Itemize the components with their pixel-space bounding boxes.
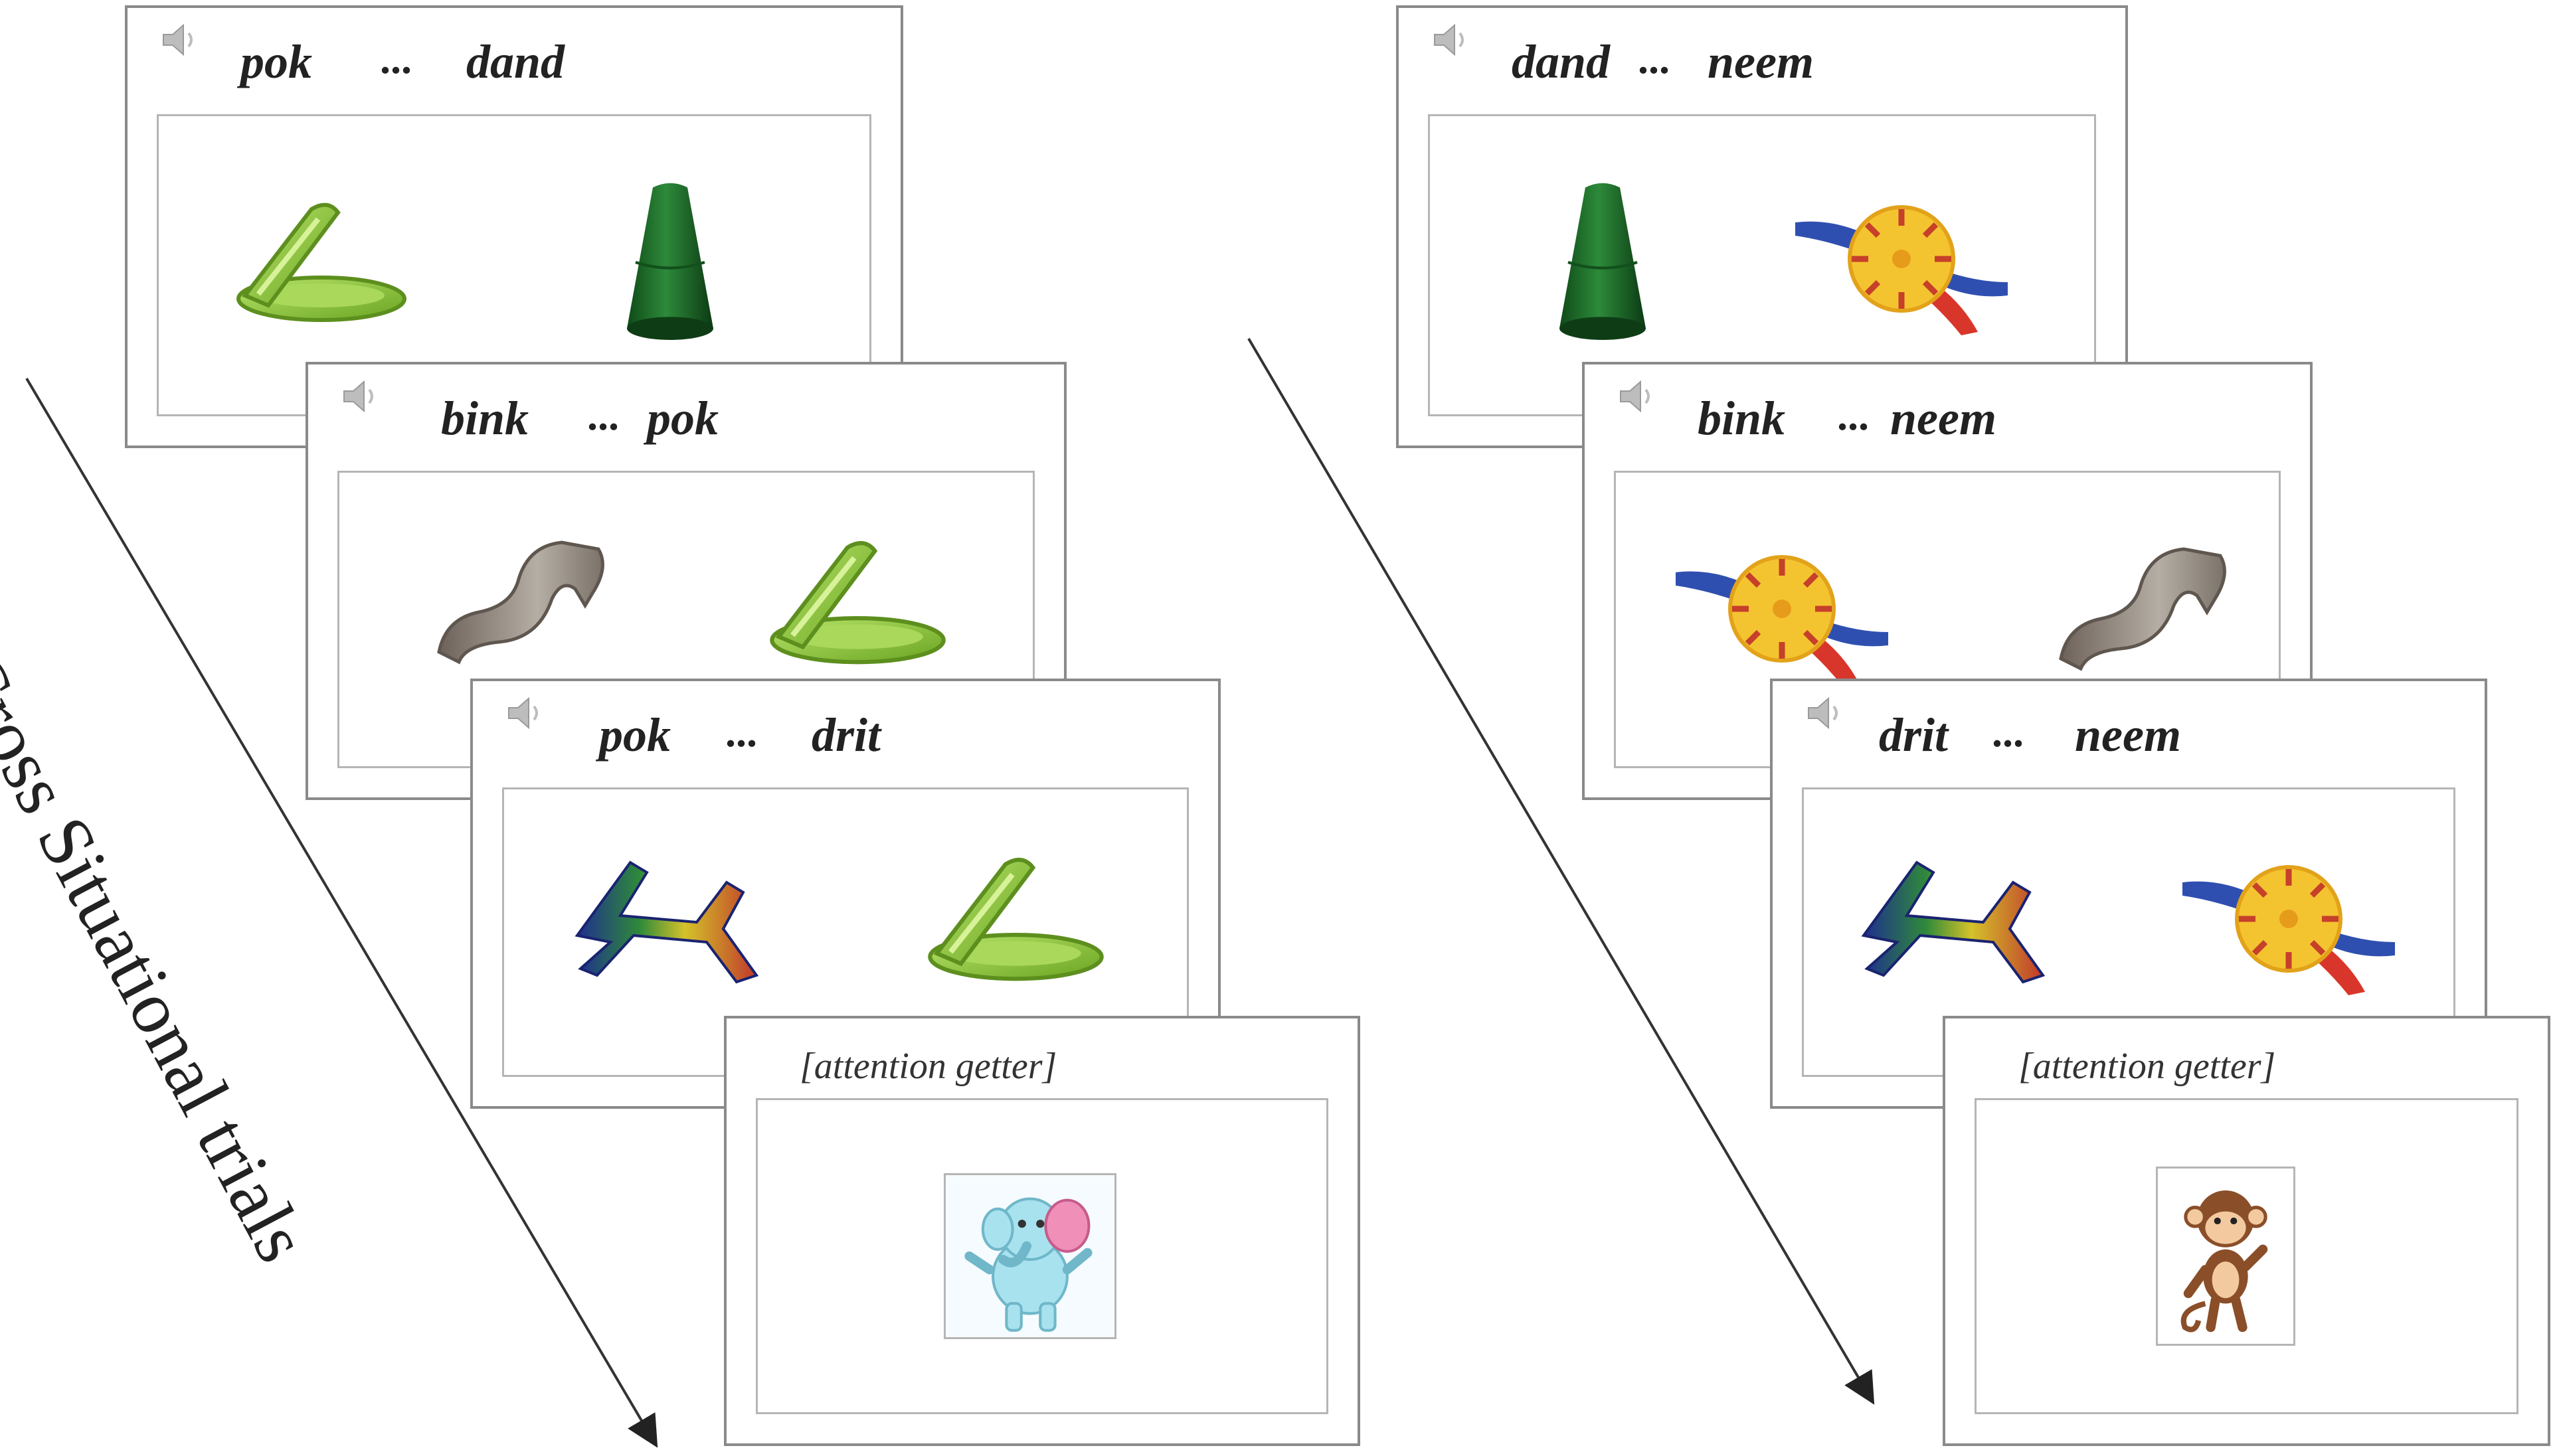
clam-object bbox=[745, 519, 950, 672]
right-trial-2-dots: ... bbox=[1837, 392, 1869, 439]
left-attention-label: [attention getter] bbox=[800, 1046, 1057, 1087]
cone-object bbox=[1543, 176, 1662, 349]
right-trial-1-word1: dand bbox=[1512, 35, 1611, 88]
right-sequence-arrow bbox=[1247, 337, 1875, 1405]
propeller-object bbox=[2176, 843, 2402, 1002]
monkey-picture bbox=[2156, 1167, 2295, 1346]
clam-object bbox=[903, 836, 1108, 989]
left-trial-1-word2: dand bbox=[466, 35, 565, 88]
left-trial-3-dots: ... bbox=[725, 708, 757, 756]
left-attention-card: [attention getter] bbox=[724, 1016, 1360, 1446]
right-trial-2-word1: bink bbox=[1698, 392, 1786, 445]
right-trial-3-word2: neem bbox=[2075, 708, 2181, 762]
cone-object bbox=[610, 176, 730, 349]
left-trial-2-word2: pok bbox=[647, 392, 719, 445]
right-attention-label: [attention getter] bbox=[2018, 1046, 2276, 1087]
clam-object bbox=[212, 183, 411, 329]
right-trial-1-dots: ... bbox=[1638, 35, 1670, 82]
left-attention-stage bbox=[756, 1098, 1328, 1414]
left-sequence-arrow bbox=[25, 377, 658, 1448]
right-trial-1-word2: neem bbox=[1708, 35, 1814, 88]
curve-object bbox=[2041, 532, 2240, 679]
right-trial-2-word2: neem bbox=[1890, 392, 1996, 445]
right-trial-3-dots: ... bbox=[1992, 708, 2024, 756]
right-trial-3-word1: drit bbox=[1879, 708, 1949, 762]
elephant-image bbox=[946, 1175, 1114, 1337]
left-trial-1-dots: ... bbox=[380, 35, 412, 82]
left-trial-3-word1: pok bbox=[599, 708, 671, 762]
propeller-object bbox=[1669, 532, 1895, 692]
spool-object bbox=[1844, 843, 2070, 989]
right-attention-stage bbox=[1975, 1098, 2518, 1414]
spool-object bbox=[557, 843, 783, 989]
left-trial-1-word1: pok bbox=[240, 35, 312, 88]
elephant-picture bbox=[944, 1173, 1116, 1339]
left-trial-2-word1: bink bbox=[441, 392, 529, 445]
left-trial-3-word2: drit bbox=[812, 708, 881, 762]
monkey-image bbox=[2158, 1169, 2293, 1344]
right-attention-card: [attention getter] bbox=[1943, 1016, 2550, 1446]
left-trial-2-dots: ... bbox=[587, 392, 619, 439]
curve-object bbox=[419, 526, 618, 672]
propeller-object bbox=[1789, 183, 2014, 342]
